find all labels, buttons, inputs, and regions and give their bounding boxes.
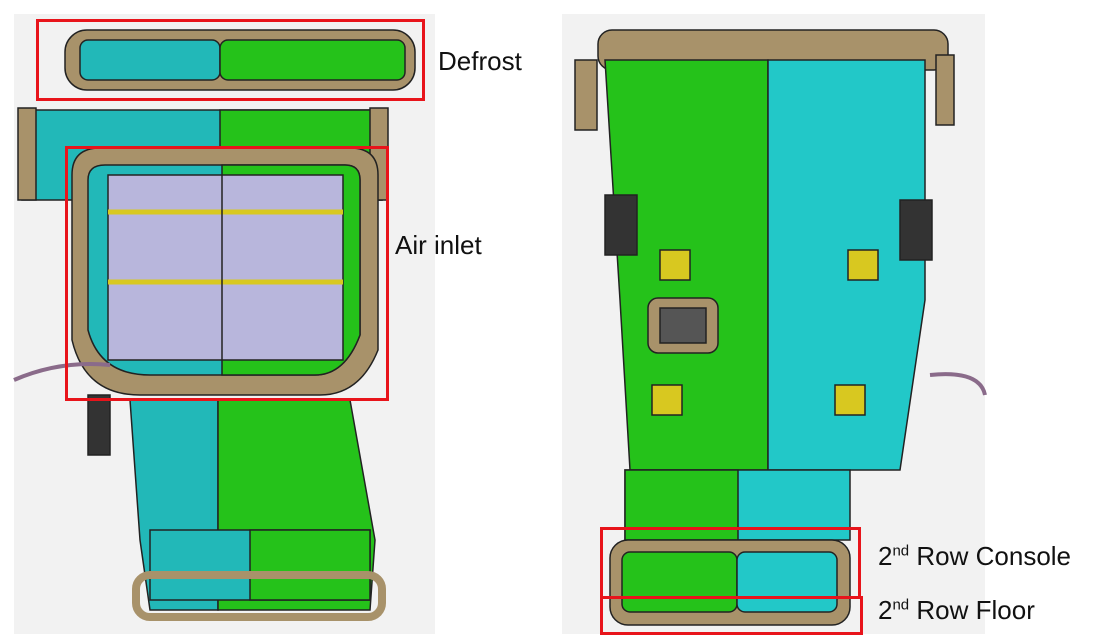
defrost-label: Defrost (438, 46, 522, 76)
floor-text: Row Floor (909, 595, 1035, 625)
floor-highlight-box (600, 596, 863, 635)
console-ordinal: nd (892, 542, 910, 560)
air-inlet-highlight-box (65, 146, 389, 401)
floor-ordinal: nd (892, 596, 910, 614)
console-num: 2 (878, 541, 893, 571)
console-highlight-box (600, 527, 861, 599)
defrost-highlight-box (36, 19, 425, 101)
air-inlet-label: Air inlet (395, 230, 482, 260)
second-row-console-label: 2nd Row Console (878, 541, 1071, 572)
second-row-floor-label: 2nd Row Floor (878, 595, 1035, 626)
left-hvac-unit (13, 29, 416, 621)
floor-num: 2 (878, 595, 893, 625)
console-text: Row Console (909, 541, 1072, 571)
